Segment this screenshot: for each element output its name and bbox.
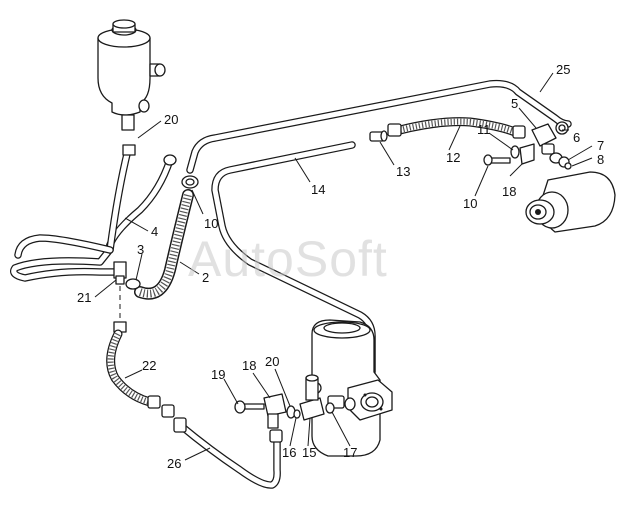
callout-2: 2 <box>202 270 209 285</box>
bracket-18-upper <box>519 143 535 165</box>
pump <box>525 171 616 233</box>
elbow-fitting-5 <box>531 121 569 147</box>
callout-20-lower: 20 <box>265 354 279 369</box>
washer-11 <box>510 145 520 159</box>
callout-17: 17 <box>343 445 357 460</box>
callout-26: 26 <box>167 456 181 471</box>
callout-14: 14 <box>311 182 325 197</box>
steering-gear <box>306 319 393 457</box>
callout-19: 19 <box>211 367 225 382</box>
fitting-21 <box>113 261 127 333</box>
washer-17 <box>325 402 335 414</box>
hose-22 <box>106 329 175 418</box>
callout-16: 16 <box>282 445 296 460</box>
callout-22: 22 <box>142 358 156 373</box>
watermark-text: AutoSoft <box>188 231 388 287</box>
union-13 <box>369 130 388 142</box>
bolt-10-upper <box>483 154 511 166</box>
pipe-26 <box>173 417 283 489</box>
callout-6: 6 <box>573 130 580 145</box>
seal-8 <box>564 162 572 170</box>
callout-20-upper: 20 <box>164 112 178 127</box>
callout-18-upper: 18 <box>502 184 516 199</box>
pipe-14 <box>211 141 376 376</box>
hose-clamp-3 <box>125 278 141 290</box>
seal-16 <box>293 409 301 419</box>
callout-18-lower: 18 <box>242 358 256 373</box>
callout-10-lower: 10 <box>204 216 218 231</box>
callout-3: 3 <box>137 242 144 257</box>
callout-labels: 25 5 6 7 8 11 12 13 14 18 10 20 10 4 3 2… <box>77 62 604 471</box>
callout-11: 11 <box>477 122 491 137</box>
callout-10-upper: 10 <box>463 196 477 211</box>
callout-15: 15 <box>302 445 316 460</box>
pipe-4 <box>10 144 177 282</box>
callout-8: 8 <box>597 152 604 167</box>
callout-12: 12 <box>446 150 460 165</box>
callout-25: 25 <box>556 62 570 77</box>
union-6 <box>541 143 563 164</box>
callout-13: 13 <box>396 164 410 179</box>
callout-4: 4 <box>151 224 158 239</box>
bolt-19 <box>234 400 265 414</box>
callout-5: 5 <box>511 96 518 111</box>
callout-7: 7 <box>597 138 604 153</box>
hose-12 <box>387 117 526 139</box>
hose-2 <box>134 175 199 300</box>
tee-fitting-18-lower <box>263 393 287 429</box>
oil-reservoir <box>97 19 166 131</box>
callout-21: 21 <box>77 290 91 305</box>
tee-fitting-15 <box>299 374 325 421</box>
leader-lines <box>94 72 593 461</box>
